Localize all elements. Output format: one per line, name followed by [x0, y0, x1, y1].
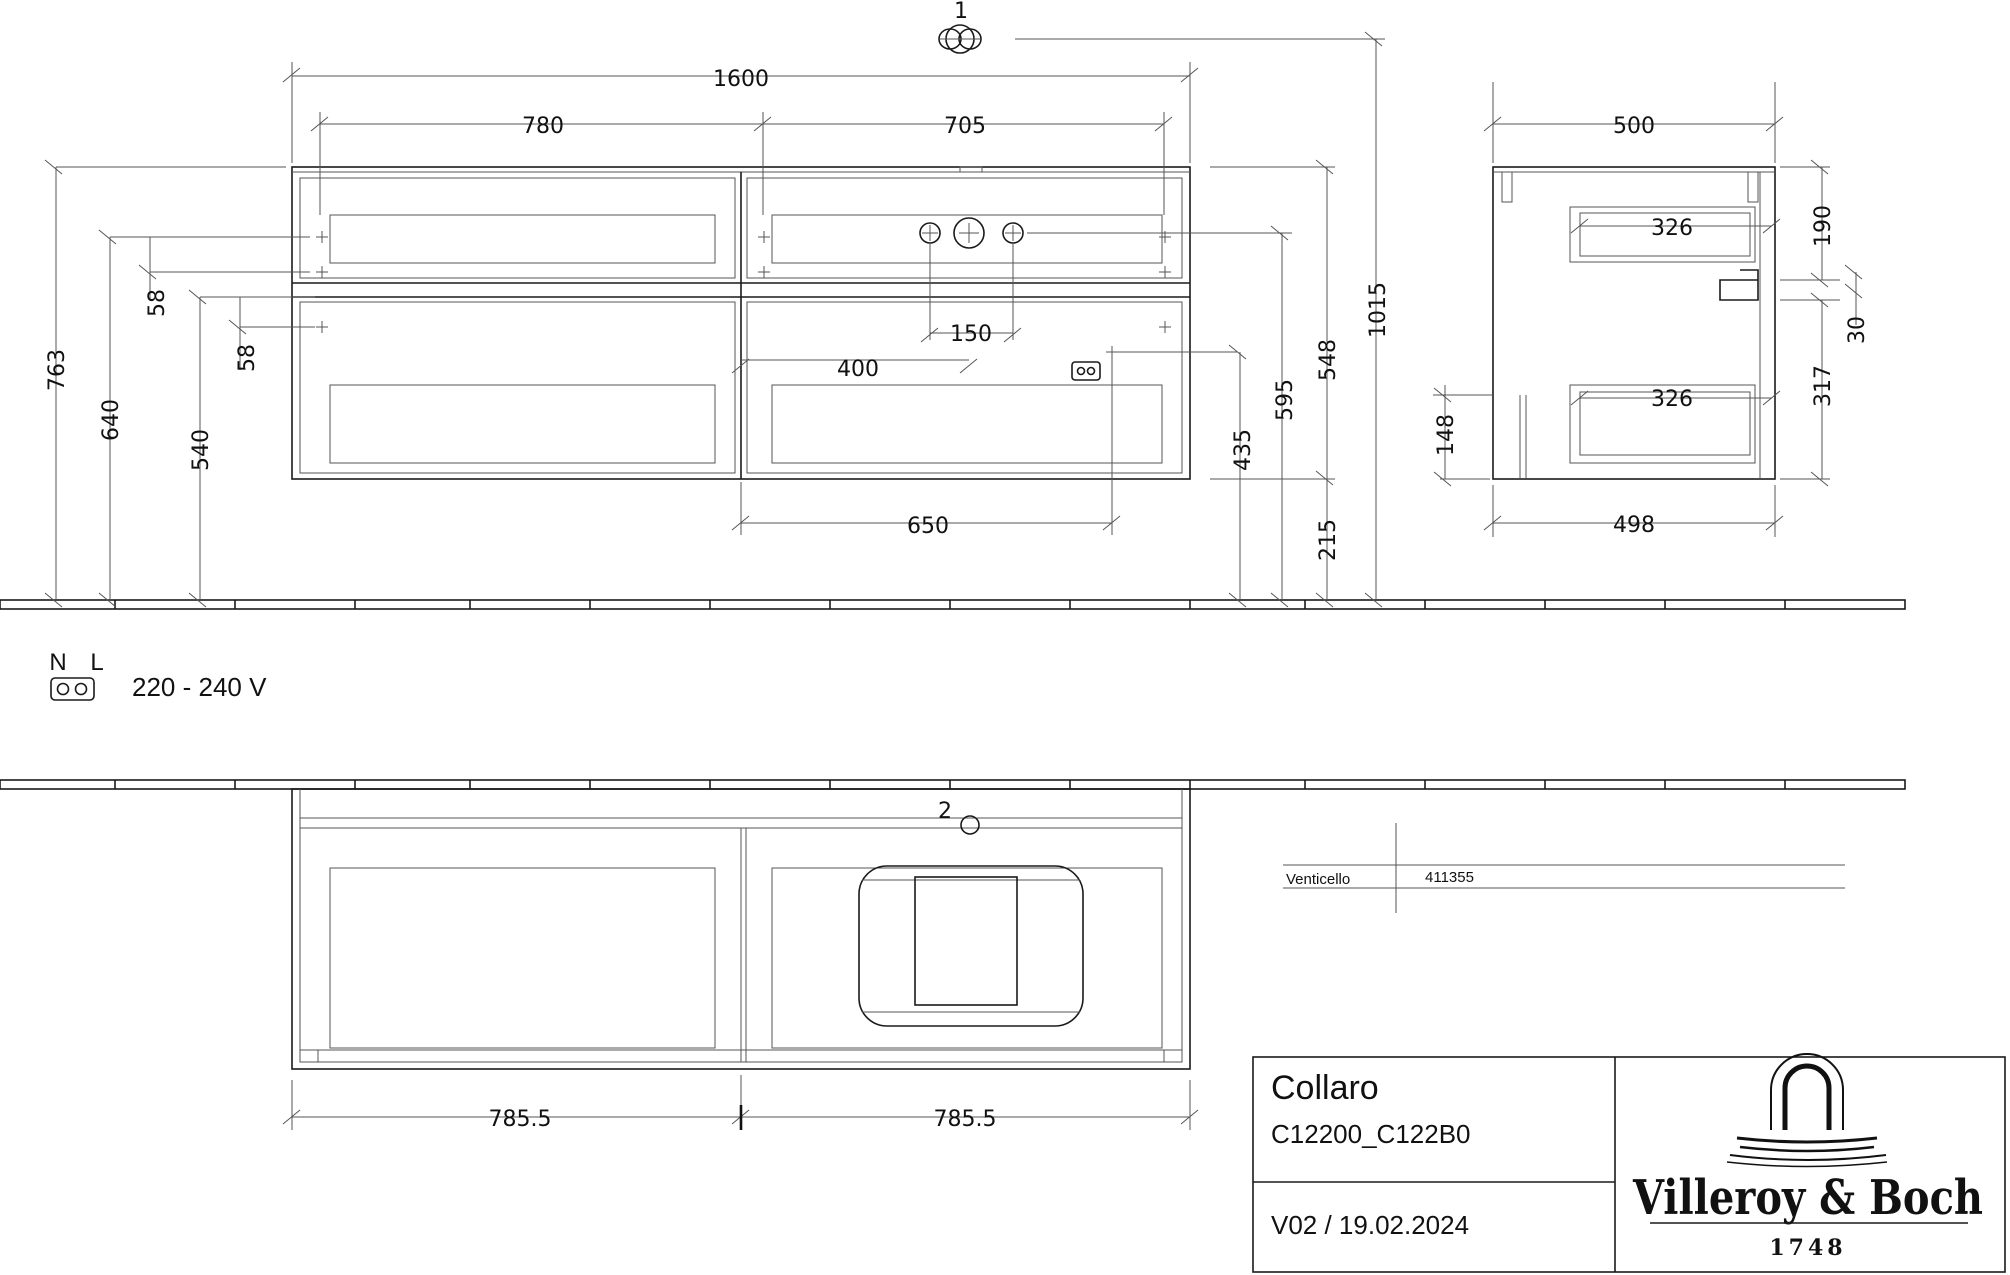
tap-hole-right-icon	[1002, 222, 1024, 244]
dim-tap-spacing: 150	[950, 322, 992, 347]
dim-58-lower: 58	[235, 344, 260, 372]
plan-dim-left: 785.5	[489, 1107, 552, 1132]
dim-215: 215	[1316, 519, 1341, 561]
side-dim-148: 148	[1434, 414, 1459, 456]
dim-640: 640	[99, 399, 124, 441]
neutral-label: N	[49, 649, 66, 676]
parts-table	[1283, 823, 1845, 913]
title-codes: C12200_C122B0	[1271, 1119, 1471, 1149]
plan-dimension-lines	[282, 1075, 1199, 1130]
callout-1-label: 1	[954, 0, 968, 24]
parts-table-number: 411355	[1425, 869, 1474, 886]
live-label: L	[90, 649, 103, 676]
side-dim-30: 30	[1845, 316, 1870, 344]
drain-hole-icon	[960, 815, 980, 835]
plan-dim-right: 785.5	[934, 1107, 997, 1132]
brand-logo-icon	[1726, 1053, 1888, 1168]
side-dim-326-lower: 326	[1651, 387, 1693, 412]
side-dim-190: 190	[1811, 205, 1836, 247]
brand-year: 1748	[1769, 1235, 1846, 1261]
brand-name: Villeroy & Boch	[1632, 1170, 1983, 1226]
voltage-label: 220 - 240 V	[132, 672, 267, 702]
dim-540: 540	[189, 429, 214, 471]
dim-tap-offset: 400	[837, 357, 879, 382]
dim-763: 763	[45, 349, 70, 391]
floor-line-lower	[0, 779, 1906, 790]
tap-hole-center-icon	[953, 217, 985, 249]
dim-right-width: 705	[944, 114, 986, 139]
dim-socket-offset: 650	[907, 514, 949, 539]
dim-left-width: 780	[522, 114, 564, 139]
callout-2-label: 2	[938, 799, 952, 824]
electrical-socket-icon	[50, 677, 95, 701]
dim-58-upper: 58	[145, 289, 170, 317]
side-dim-500: 500	[1613, 114, 1655, 139]
mixer-callout-icon	[938, 24, 1385, 54]
plan-view	[291, 788, 1191, 1070]
dim-595: 595	[1273, 379, 1298, 421]
parts-table-name: Venticello	[1286, 871, 1350, 888]
dim-435: 435	[1231, 429, 1256, 471]
side-dim-317: 317	[1811, 365, 1836, 407]
tap-hole-left-icon	[919, 222, 941, 244]
dim-1015: 1015	[1366, 282, 1391, 338]
side-elevation	[1433, 82, 1863, 537]
socket-icon	[1071, 361, 1101, 381]
title-version: V02 / 19.02.2024	[1271, 1210, 1469, 1240]
dim-total-width: 1600	[713, 67, 769, 92]
dimension-lines-front	[44, 31, 1383, 608]
side-dim-326-upper: 326	[1651, 216, 1693, 241]
floor-line-upper	[0, 599, 1906, 610]
side-dim-498: 498	[1613, 513, 1655, 538]
title-product: Collaro	[1271, 1069, 1379, 1107]
dim-548: 548	[1316, 339, 1341, 381]
front-elevation	[291, 166, 1191, 480]
title-block	[1252, 1056, 2006, 1273]
